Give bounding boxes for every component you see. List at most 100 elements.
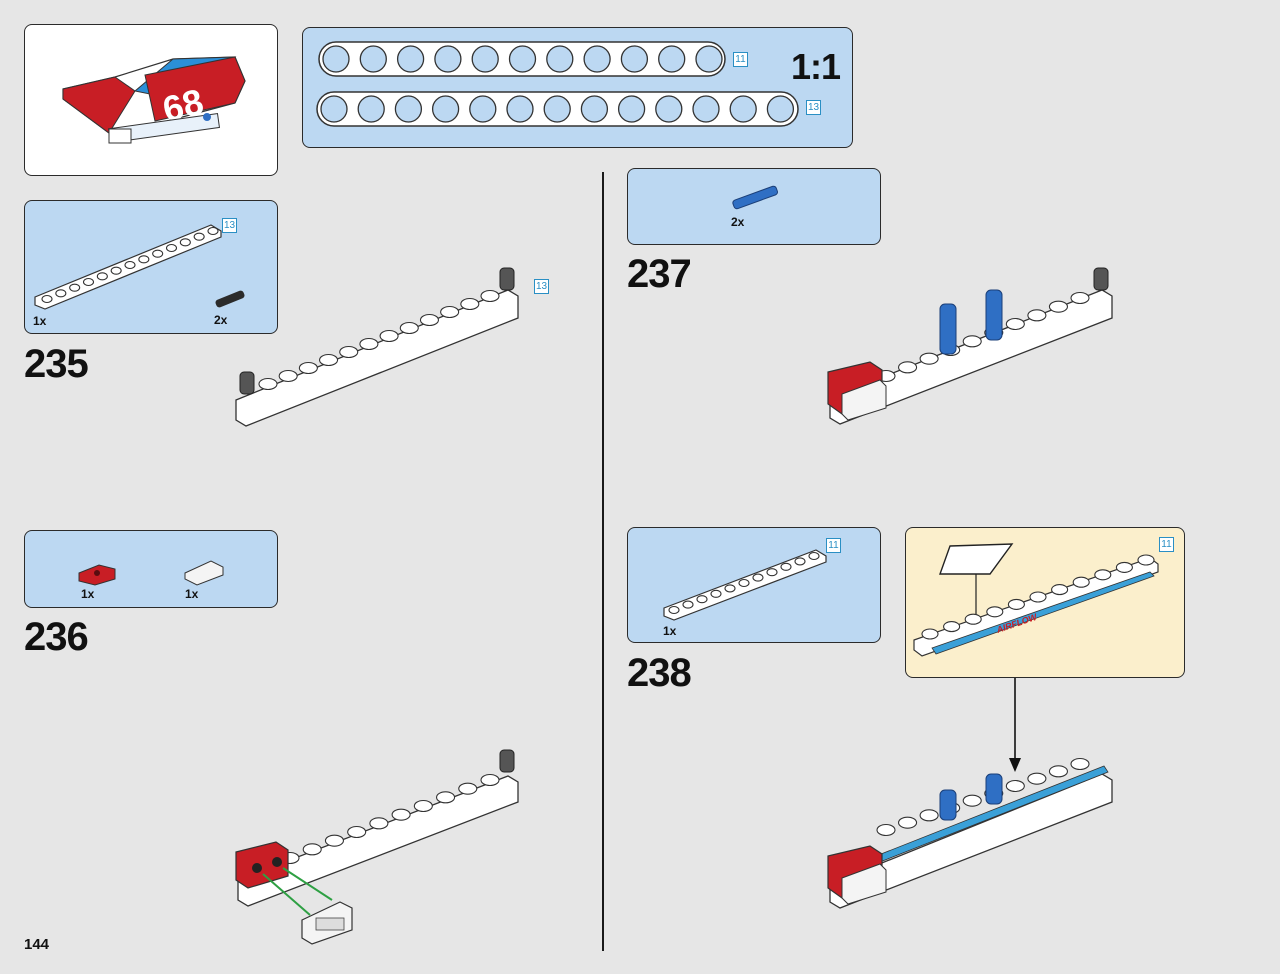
beam-hole [431, 95, 460, 123]
beam-hole [165, 243, 178, 253]
beam-hole [543, 95, 571, 123]
beam-hole [179, 238, 191, 247]
beam-hole [1027, 309, 1047, 322]
beam-hole [480, 289, 500, 303]
beam-hole [738, 578, 750, 588]
beam-hole [347, 825, 367, 839]
preview-box: 68 [24, 24, 278, 176]
beam-hole [1005, 779, 1025, 793]
step-237-number: 237 [627, 252, 692, 296]
beam-hole [506, 95, 534, 123]
beam-hole [1137, 554, 1155, 566]
beam-hole [986, 606, 1004, 618]
step-238-number: 238 [627, 651, 692, 695]
step-236-number: 236 [24, 615, 89, 659]
sticker-application-image: AIRFLOW [913, 543, 1159, 657]
scale-length-label-11: 11 [733, 52, 748, 67]
beam-hole [1005, 317, 1025, 331]
step-238-sticker-box: AIRFLOW 11 [905, 527, 1185, 678]
beam-hole [193, 232, 205, 241]
beam-hole [318, 353, 339, 367]
beam-hole [278, 369, 298, 383]
beam-hole [766, 95, 795, 123]
beam-hole [298, 361, 318, 375]
beam-hole [480, 773, 500, 787]
scale-beam-11 [318, 41, 726, 77]
white-beam-13-part-icon [34, 224, 245, 310]
step-237-parts-box: 2x [627, 168, 881, 245]
beam-hole [695, 45, 723, 73]
beam-hole [583, 45, 611, 73]
scale-box: 11 13 1:1 [302, 27, 853, 148]
beam-hole [207, 226, 219, 236]
beam-hole [682, 600, 694, 609]
beam-hole [668, 605, 680, 615]
beam-hole [1048, 300, 1068, 313]
beam-hole [617, 95, 646, 123]
beam-hole [919, 352, 939, 365]
beam-hole [359, 45, 387, 73]
black-pin-part-icon [215, 290, 245, 308]
beam-hole [876, 823, 896, 837]
white-slope-tile-part-icon [184, 560, 224, 586]
beam-hole [919, 809, 939, 822]
step-235-part-2-qty: 2x [214, 313, 228, 327]
beam-hole [962, 794, 982, 807]
beam-hole [436, 791, 456, 804]
beam-hole [696, 595, 708, 604]
beam-hole [1029, 591, 1047, 603]
beam-hole [1051, 584, 1069, 596]
red-connector-part-icon [78, 564, 116, 586]
beam-hole [391, 808, 411, 821]
step-236-part-2-qty: 1x [185, 587, 199, 601]
beam-hole [69, 283, 81, 292]
beam-hole [780, 562, 792, 571]
step-238-part-1-qty: 1x [663, 624, 677, 638]
beam-hole [55, 289, 67, 298]
beam-hole [752, 573, 764, 582]
page-number: 144 [24, 936, 50, 953]
beam-hole [322, 45, 350, 73]
beam-hole [658, 45, 686, 73]
scale-label: 1:1 [791, 46, 841, 87]
beam-hole [258, 377, 278, 391]
beam-hole [808, 551, 820, 561]
beam-hole [1048, 765, 1068, 778]
beam-hole [471, 45, 499, 73]
step-235-parts-length-label: 13 [222, 218, 237, 233]
scale-length-label-13: 13 [806, 100, 821, 115]
beam-hole [962, 335, 982, 348]
beam-hole [898, 361, 918, 374]
beam-hole [794, 557, 806, 566]
beam-hole [302, 843, 322, 856]
beam-hole [324, 834, 344, 847]
step-236-part-1-qty: 1x [81, 587, 95, 601]
step-238-parts-box: 11 1x [627, 527, 881, 643]
beam-hole [413, 799, 433, 813]
beam-hole [898, 816, 918, 829]
step-235-number: 235 [24, 342, 89, 386]
beam-hole [724, 584, 736, 593]
beam-hole [399, 321, 419, 335]
beam-hole [41, 294, 53, 304]
beam-hole [1072, 576, 1090, 588]
beam-hole [357, 95, 385, 123]
beam-hole [1027, 772, 1047, 785]
scale-beams-image [316, 41, 799, 127]
page-divider [602, 172, 604, 951]
beam-hole [138, 255, 150, 264]
beam-hole [729, 95, 757, 123]
beam-hole [1094, 569, 1112, 581]
beam-hole [96, 272, 108, 281]
beam-hole [359, 337, 379, 351]
beam-hole [369, 817, 389, 830]
beam-hole [469, 95, 497, 123]
step-238-parts-length-label: 11 [826, 538, 841, 553]
beam-hole [440, 305, 460, 319]
beam-hole [419, 313, 440, 327]
fairing-preview-image: 68 [62, 56, 246, 144]
beam-hole [1070, 757, 1090, 771]
